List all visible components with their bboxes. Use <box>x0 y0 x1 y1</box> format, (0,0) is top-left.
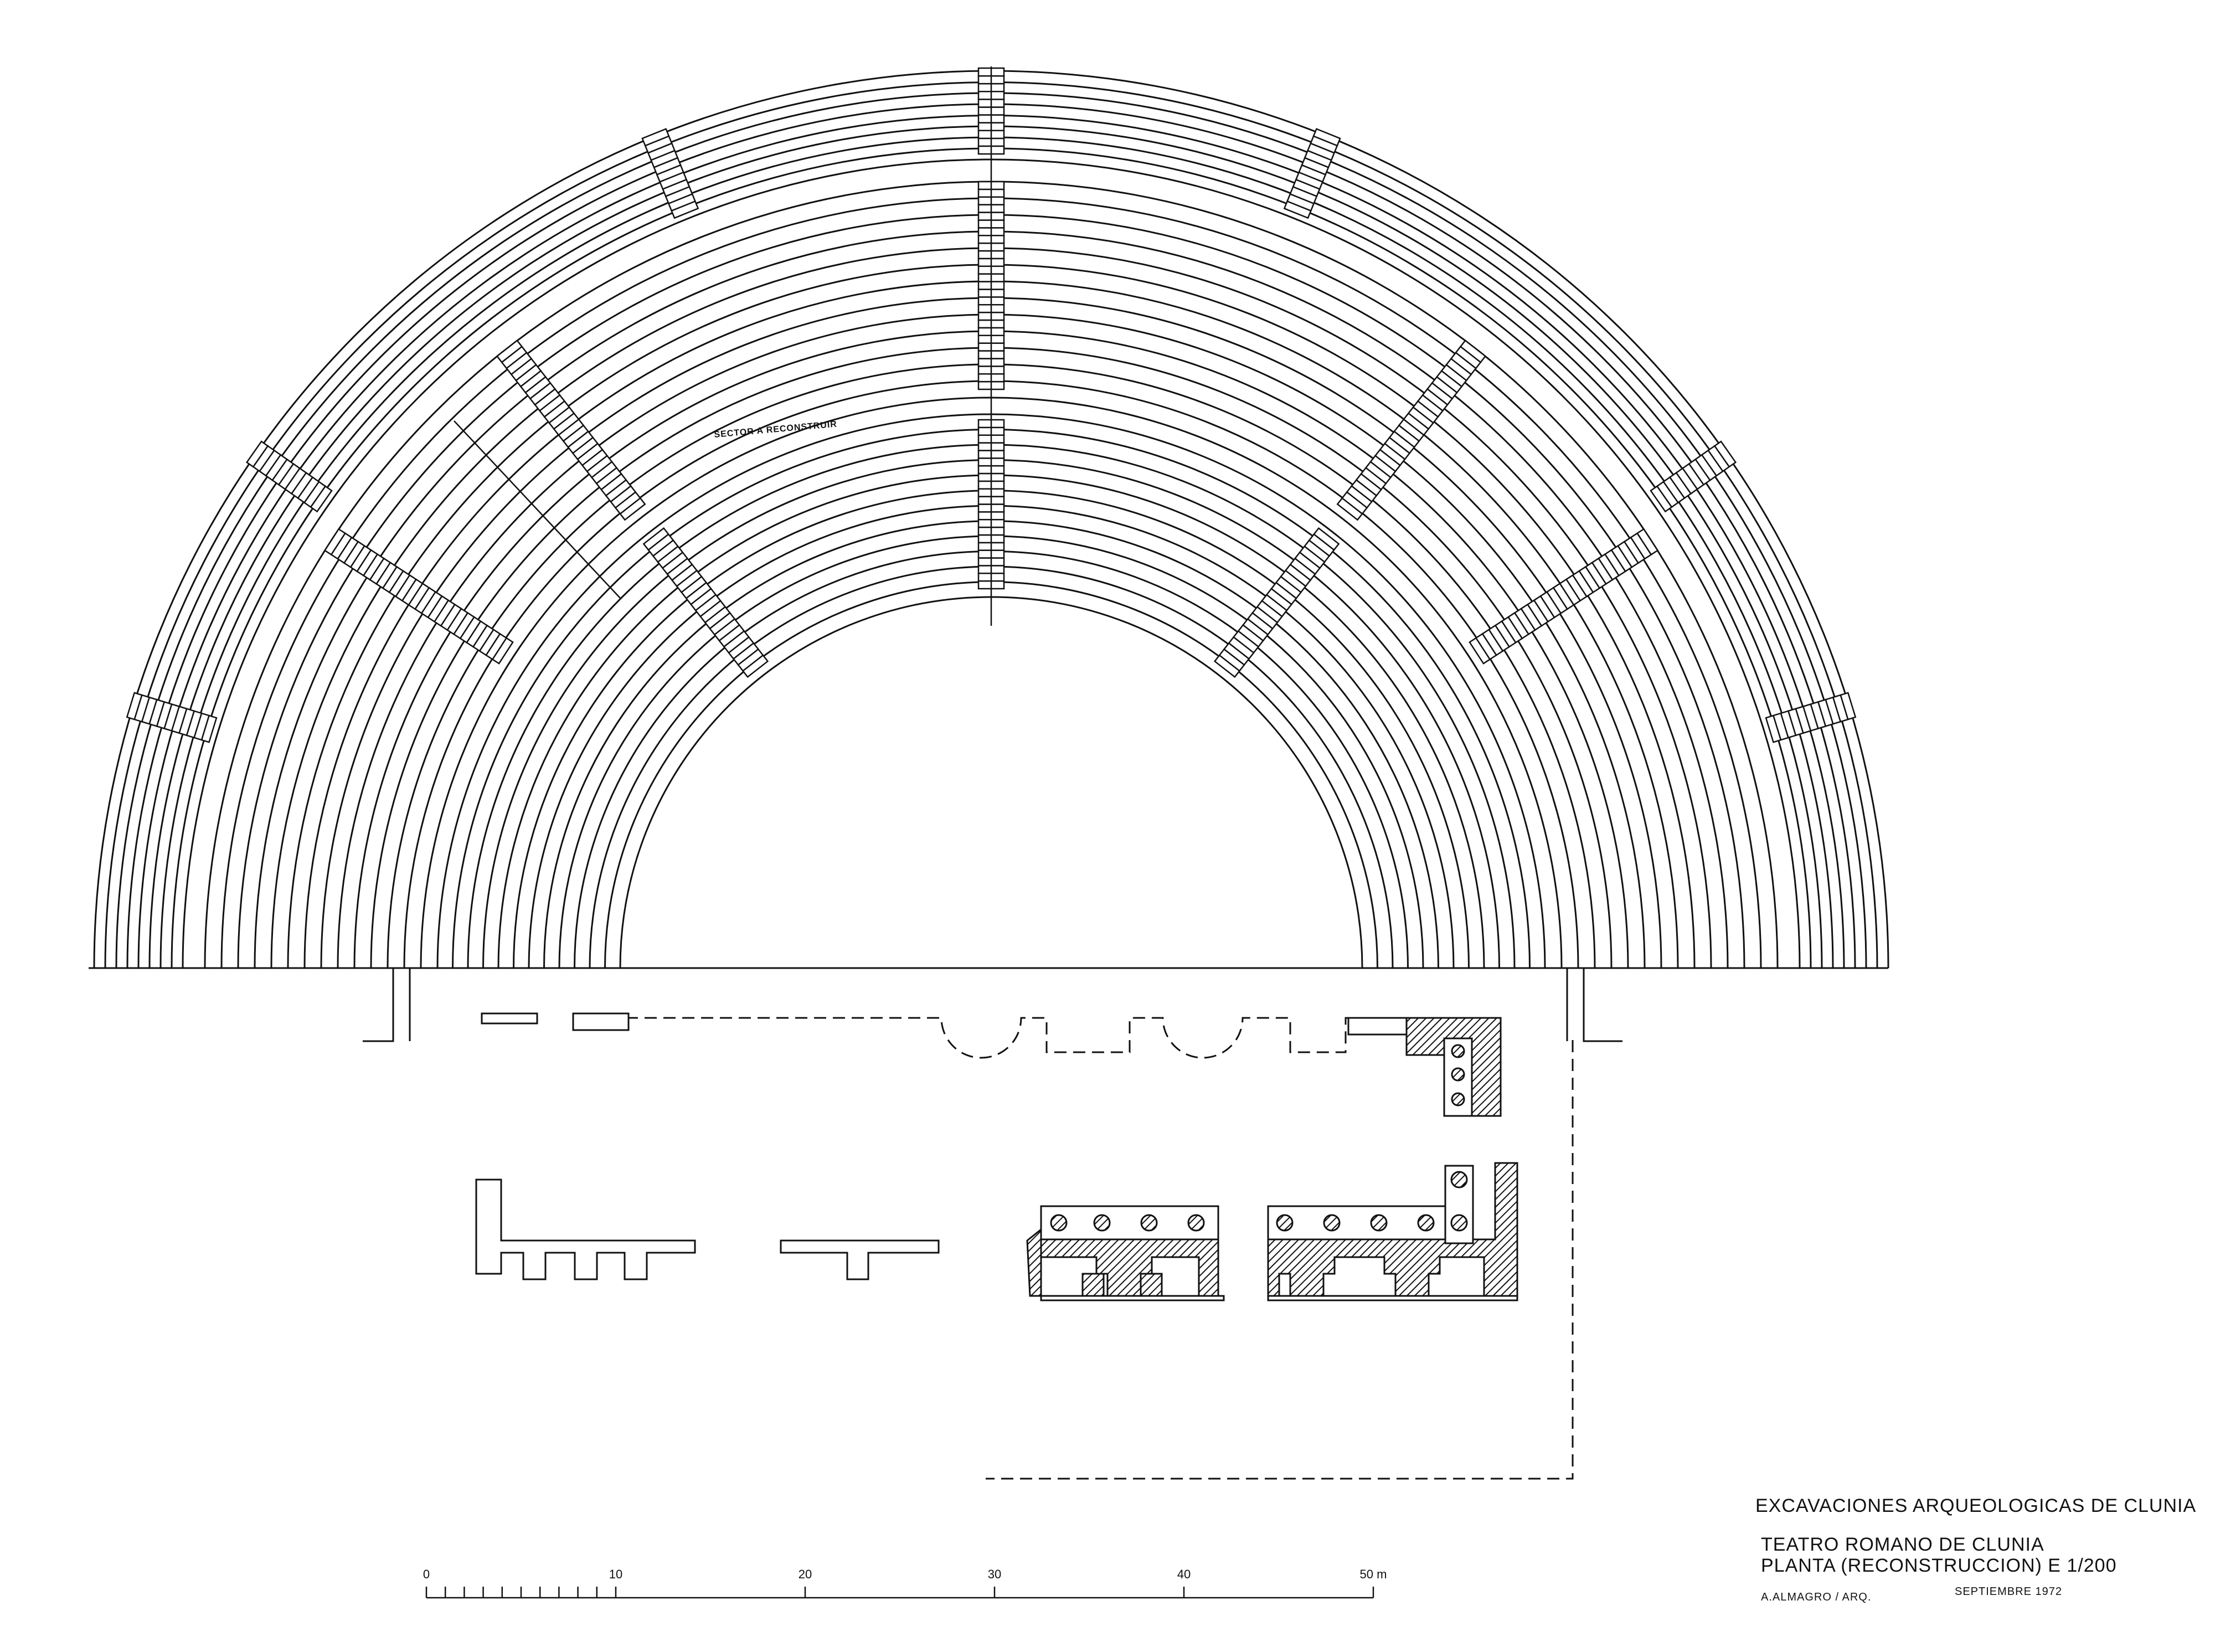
left-foundations <box>475 1178 940 1280</box>
column <box>1450 1214 1468 1232</box>
title-block: EXCAVACIONES ARQUEOLOGICAS DE CLUNIA TEA… <box>1755 1495 2196 1603</box>
stairway <box>1213 527 1340 678</box>
stairway <box>1650 440 1737 513</box>
title-drawing: TEATRO ROMANO DE CLUNIA <box>1761 1534 2044 1555</box>
stairway <box>1469 528 1659 665</box>
title-subject: PLANTA (RECONSTRUCCION) E 1/200 <box>1761 1555 2117 1576</box>
t-wall-2 <box>780 1239 940 1280</box>
left-parodos-wall <box>363 968 411 1042</box>
stairway <box>1765 692 1857 743</box>
postscaenium-dashed-line <box>986 1040 1574 1480</box>
stairway <box>642 527 769 678</box>
title-date: SEPTIEMBRE 1972 <box>1955 1586 2062 1598</box>
cavea-stairways <box>126 67 1857 743</box>
scale-label-0: 0 <box>423 1567 430 1581</box>
title-author: A.ALMAGRO / ARQ. <box>1761 1591 1871 1603</box>
stairway <box>245 440 333 513</box>
column <box>1050 1214 1068 1232</box>
scale-bar-labels: 0 10 20 30 40 50 m <box>423 1567 1387 1581</box>
porticus-columns-right <box>1276 1171 1468 1232</box>
scale-label-10: 10 <box>609 1567 622 1581</box>
column <box>1370 1214 1388 1232</box>
scale-label-30: 30 <box>988 1567 1001 1581</box>
right-parodos-wall <box>1566 968 1622 1042</box>
wall-block-2 <box>572 1012 630 1031</box>
stairway <box>1336 339 1487 521</box>
stage-wall-blocks <box>481 1012 1408 1036</box>
stairway <box>1283 128 1341 219</box>
scale-bar <box>425 1587 1374 1599</box>
stairway <box>496 339 646 521</box>
porticus-corner-upper <box>1405 1017 1502 1117</box>
column <box>1450 1171 1468 1188</box>
scaenae-frons-outline <box>626 1017 1574 1480</box>
porticus-block-right <box>1267 1162 1518 1301</box>
column <box>1276 1214 1294 1232</box>
column <box>1417 1214 1435 1232</box>
scale-label-40: 40 <box>1177 1567 1191 1581</box>
scale-label-20: 20 <box>799 1567 812 1581</box>
title-project: EXCAVACIONES ARQUEOLOGICAS DE CLUNIA <box>1755 1495 2196 1516</box>
scale-label-50: 50 m <box>1360 1567 1387 1581</box>
column <box>1140 1214 1158 1232</box>
column <box>1093 1214 1111 1232</box>
column <box>1323 1214 1341 1232</box>
axis-lines <box>454 66 992 626</box>
stairway <box>323 528 514 665</box>
stage-front <box>89 967 1888 1042</box>
wall-block-3 <box>1347 1017 1408 1036</box>
stairway <box>126 692 218 743</box>
stairway <box>641 128 699 219</box>
t-wall-1 <box>475 1178 696 1280</box>
column <box>1187 1214 1205 1232</box>
diagonal-axis <box>454 420 621 599</box>
wall-block-1 <box>481 1012 538 1025</box>
porticus-columns-center <box>1050 1214 1205 1232</box>
